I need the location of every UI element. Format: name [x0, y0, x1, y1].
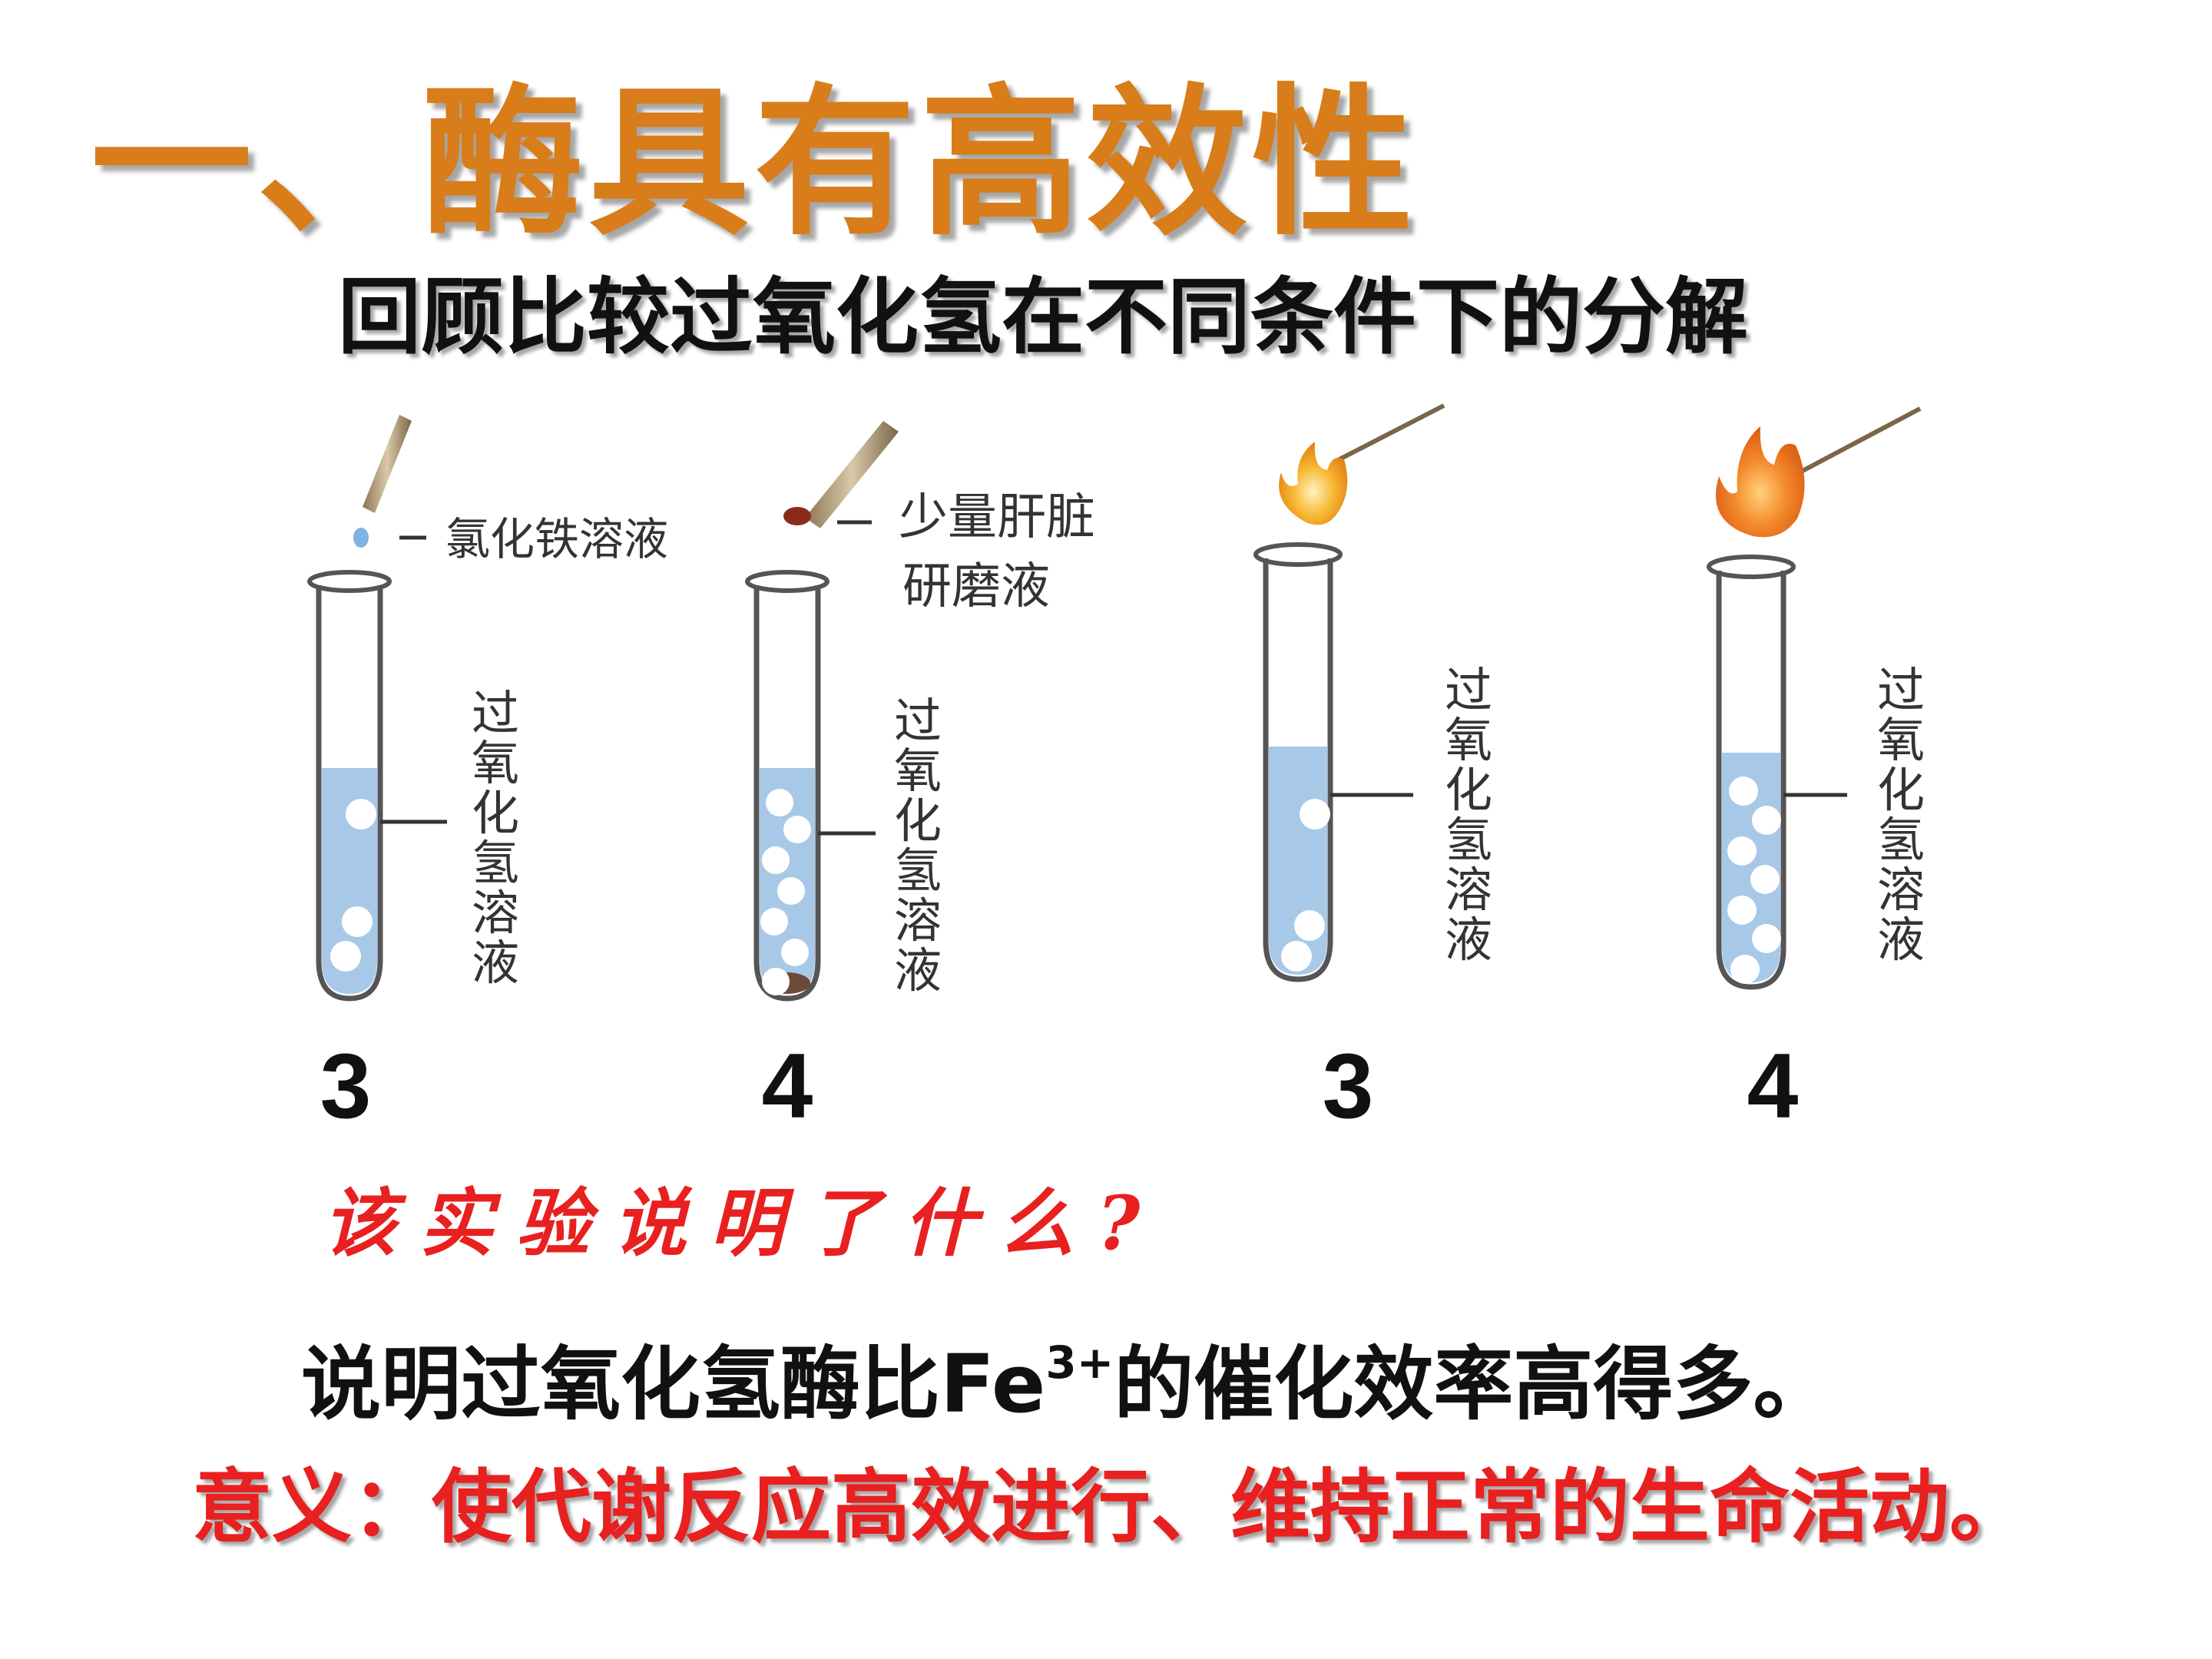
tube-label-vertical: 过 氧 化 氢 溶 液 — [1445, 662, 1492, 968]
dropper-liver — [805, 421, 899, 528]
label-fecl3: 氯化铁溶液 — [445, 513, 668, 565]
tube-body — [1263, 558, 1333, 982]
svg-text:溶: 溶 — [472, 885, 519, 941]
svg-text:氢: 氢 — [1877, 812, 1925, 868]
tube-label-vertical: 过 氧 化 氢 溶 液 — [1877, 662, 1925, 968]
tube-label-vertical: 过 氧 化 氢 溶 液 — [472, 685, 519, 991]
svg-text:化: 化 — [472, 785, 519, 841]
bubble — [330, 941, 361, 972]
tube-body — [316, 585, 383, 1002]
label-liver-line2: 研磨液 — [902, 558, 1050, 615]
svg-text:氧: 氧 — [1445, 712, 1492, 768]
svg-text:氧: 氧 — [1877, 712, 1925, 768]
dropper-fecl3 — [363, 415, 412, 513]
tube-rim — [745, 570, 830, 593]
svg-text:过: 过 — [472, 685, 519, 741]
bubble — [1750, 865, 1780, 894]
conclusion-part2: 的催化效率高得多。 — [1114, 1337, 1833, 1431]
svg-text:氧: 氧 — [894, 743, 942, 799]
tube-label-vertical: 过 氧 化 氢 溶 液 — [894, 693, 942, 998]
tube-rim — [1253, 542, 1343, 567]
bubble — [1727, 896, 1757, 925]
bubble — [783, 816, 811, 843]
bubble — [1730, 955, 1760, 984]
svg-text:溶: 溶 — [1877, 862, 1925, 918]
fecl3-drop — [353, 528, 369, 548]
conclusion-part1: 说明过氧化氢酶比Fe — [301, 1337, 1046, 1431]
tube-body — [753, 585, 821, 1002]
svg-text:液: 液 — [894, 942, 942, 998]
svg-text:氢: 氢 — [472, 835, 519, 891]
bubble — [766, 789, 793, 816]
tube-number: 4 — [1747, 1035, 1799, 1137]
bubble — [1727, 836, 1757, 866]
splint — [1335, 403, 1445, 463]
svg-text:过: 过 — [1877, 662, 1925, 718]
label-liver-line1: 少量肝脏 — [899, 489, 1095, 546]
svg-text:氢: 氢 — [894, 843, 942, 899]
bubble — [342, 906, 373, 937]
svg-text:化: 化 — [1877, 762, 1925, 818]
bubble — [1281, 941, 1312, 972]
slide-title: 一、酶具有高效性 — [91, 69, 1419, 257]
svg-text:液: 液 — [472, 935, 519, 991]
test-tube-fecl3-flame: 过 氧 化 氢 溶 液 3 — [1253, 403, 1492, 1137]
tube-body — [1716, 571, 1786, 990]
slide-subtitle: 回顾比较过氧化氢在不同条件下的分解 — [338, 270, 1749, 366]
svg-text:液: 液 — [1445, 912, 1492, 968]
bubble — [762, 846, 790, 874]
bubble — [346, 799, 376, 830]
conclusion-text: 说明过氧化氢酶比Fe3+的催化效率高得多。 — [301, 1340, 1833, 1424]
tube-liquid — [1269, 747, 1327, 975]
fe-charge-superscript: 3+ — [1045, 1336, 1114, 1389]
svg-text:过: 过 — [1445, 662, 1492, 718]
bubble — [781, 939, 809, 966]
bubble — [760, 908, 788, 935]
bubble — [1752, 806, 1781, 835]
test-tube-liver-flame: 过 氧 化 氢 溶 液 4 — [1707, 406, 1925, 1137]
bubble — [1300, 799, 1330, 830]
bubble — [777, 877, 805, 905]
bubble — [1752, 924, 1781, 953]
svg-text:溶: 溶 — [894, 892, 942, 949]
svg-text:液: 液 — [1877, 912, 1925, 968]
significance-text: 意义：使代谢反应高效进行、维持正常的生命活动。 — [192, 1460, 2030, 1554]
flame-icon — [1279, 442, 1348, 525]
bubble — [762, 968, 790, 995]
tube-rim — [1707, 555, 1796, 579]
test-tube-liver: 少量肝脏 研磨液 过 氧 化 氢 溶 液 4 — [745, 421, 1095, 1137]
bubble — [1294, 910, 1325, 941]
tube-rim — [307, 570, 392, 593]
svg-text:溶: 溶 — [1445, 862, 1492, 918]
tube-number: 3 — [320, 1035, 372, 1137]
svg-text:氢: 氢 — [1445, 812, 1492, 868]
question-text: 该实验说明了什么? — [323, 1180, 1164, 1267]
liver-drop — [783, 507, 811, 525]
svg-text:过: 过 — [894, 693, 942, 749]
svg-text:化: 化 — [894, 793, 942, 849]
bubble — [1729, 777, 1758, 806]
splint — [1788, 406, 1922, 480]
tube-number: 4 — [762, 1035, 813, 1137]
svg-text:化: 化 — [1445, 762, 1492, 818]
flame-icon — [1715, 426, 1805, 538]
tube-number: 3 — [1323, 1035, 1374, 1137]
test-tube-fecl3: 氯化铁溶液 过 氧 化 氢 溶 液 3 — [307, 415, 668, 1137]
svg-text:氧: 氧 — [472, 735, 519, 791]
